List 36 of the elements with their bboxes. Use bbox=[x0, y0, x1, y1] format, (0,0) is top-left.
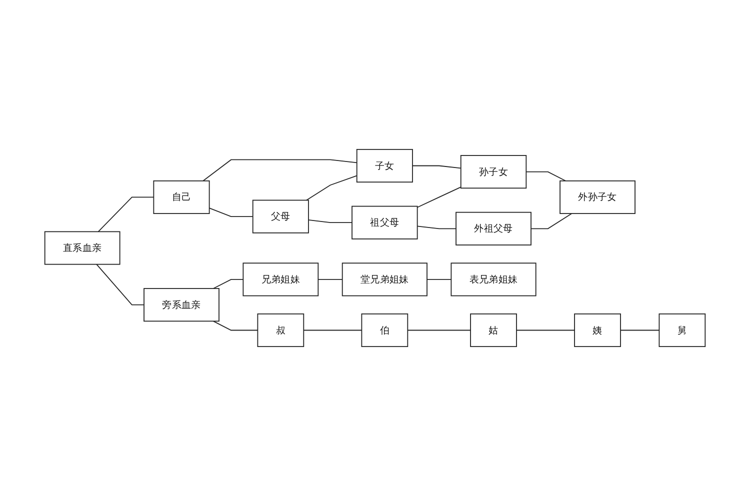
node-box: 祖父母 bbox=[352, 206, 418, 240]
node-box: 旁系血亲 bbox=[144, 288, 220, 322]
node-box: 姨 bbox=[574, 313, 621, 348]
connector bbox=[530, 213, 572, 230]
node-box: 外祖父母 bbox=[456, 212, 532, 246]
connector bbox=[318, 279, 343, 280]
node-box: 姑 bbox=[470, 313, 517, 348]
connector bbox=[516, 330, 575, 331]
connector bbox=[98, 196, 154, 232]
node-box: 孙子女 bbox=[460, 155, 527, 189]
node-box: 直系血亲 bbox=[44, 231, 120, 265]
node-box: 自己 bbox=[153, 180, 210, 214]
connector bbox=[416, 186, 462, 208]
node-box: 伯 bbox=[361, 313, 408, 348]
node-box: 叔 bbox=[257, 313, 304, 348]
connector bbox=[202, 159, 358, 182]
connector bbox=[96, 264, 144, 306]
connector bbox=[416, 226, 456, 230]
connector bbox=[526, 171, 566, 182]
connector bbox=[407, 330, 471, 331]
connector bbox=[208, 208, 254, 217]
connector bbox=[620, 330, 660, 331]
connector bbox=[308, 220, 352, 224]
connector bbox=[303, 330, 362, 331]
connector bbox=[306, 175, 358, 201]
connector bbox=[426, 279, 452, 280]
node-box: 表兄弟姐妹 bbox=[450, 262, 536, 296]
node-box: 子女 bbox=[356, 148, 413, 183]
node-box: 兄弟姐妹 bbox=[242, 262, 319, 296]
node-box: 父母 bbox=[252, 200, 309, 234]
connector bbox=[412, 165, 462, 169]
connector bbox=[212, 320, 258, 331]
node-box: 外孙子女 bbox=[560, 180, 636, 214]
node-box: 舅 bbox=[658, 313, 706, 348]
connector bbox=[212, 279, 244, 289]
node-box: 堂兄弟姐妹 bbox=[342, 262, 428, 296]
